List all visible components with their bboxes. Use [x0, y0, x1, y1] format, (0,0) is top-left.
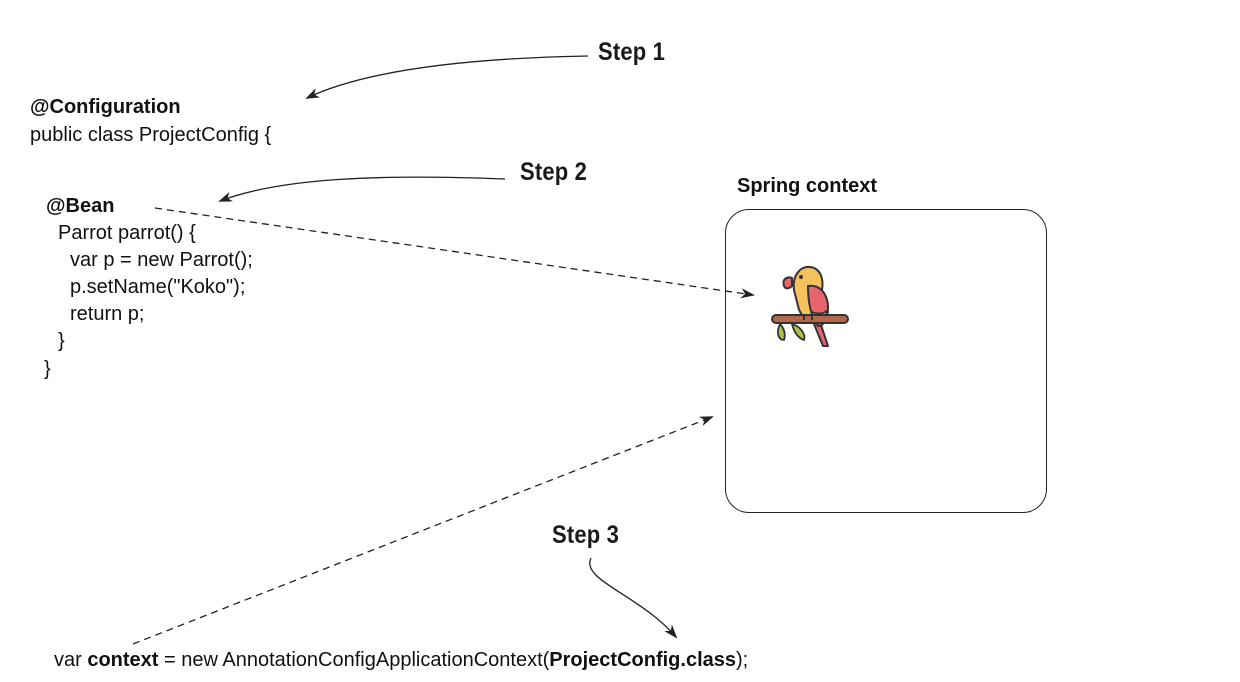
- configuration-annotation: @Configuration: [30, 96, 181, 118]
- context-creation-line: var context = new AnnotationConfigApplic…: [54, 647, 748, 673]
- code-line-new-parrot: var p = new Parrot();: [70, 249, 253, 271]
- step-2-label: Step 2: [520, 158, 588, 186]
- context-suffix: );: [736, 649, 749, 671]
- class-close-brace: }: [44, 358, 51, 380]
- step-3-arrow: [589, 557, 678, 639]
- context-to-spring-arrow: [132, 416, 714, 645]
- spring-context-title: Spring context: [737, 175, 878, 197]
- step-3-label: Step 3: [552, 521, 620, 549]
- code-line-setname: p.setName("Koko");: [70, 276, 246, 298]
- method-close-brace: }: [58, 330, 65, 352]
- parrot-icon: [771, 265, 849, 347]
- step-2-arrow: [218, 176, 506, 202]
- context-constructor: = new AnnotationConfigApplicationContext…: [158, 649, 550, 671]
- code-line-return: return p;: [70, 303, 145, 325]
- step-1-arrow: [305, 55, 589, 99]
- spring-context-box: [725, 209, 1047, 513]
- class-declaration: public class ProjectConfig {: [30, 124, 272, 146]
- context-prefix: var: [54, 649, 88, 671]
- context-variable: context: [87, 649, 159, 671]
- bean-to-parrot-arrow: [154, 207, 755, 299]
- step-1-label: Step 1: [598, 38, 666, 66]
- bean-annotation: @Bean: [46, 195, 115, 217]
- context-argument: ProjectConfig.class: [549, 649, 736, 671]
- method-declaration: Parrot parrot() {: [58, 222, 196, 244]
